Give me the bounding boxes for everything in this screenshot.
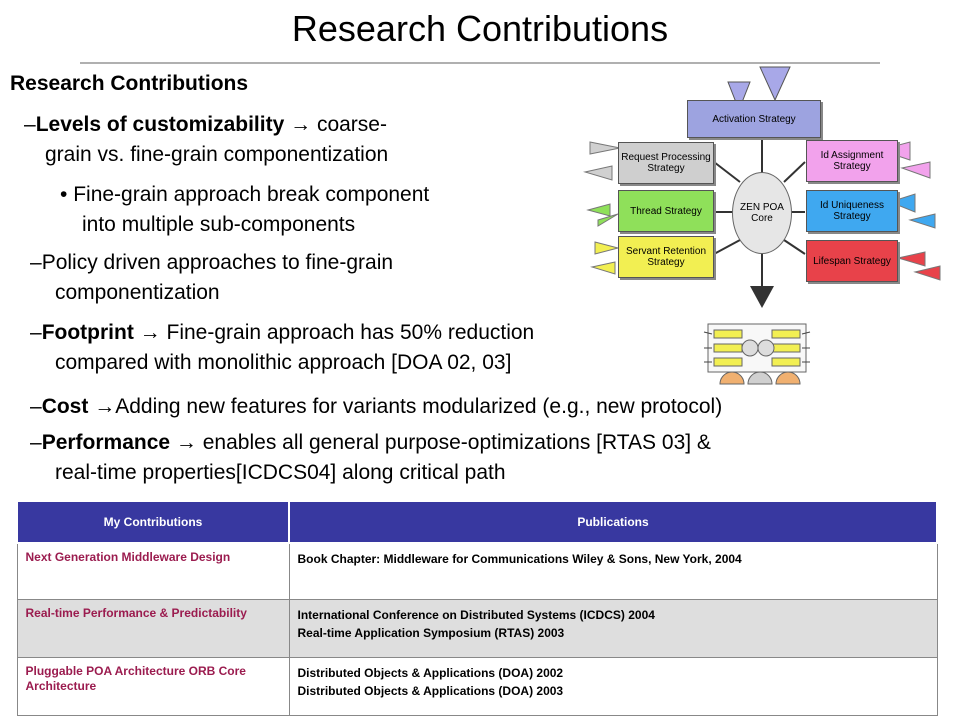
bullet-dot-icon: • — [60, 183, 68, 206]
bullet-bold-text: Footprint — [41, 321, 134, 344]
bullet-bold-text: Levels of customizability — [35, 113, 285, 136]
table-header-publications: Publications — [288, 500, 938, 544]
bullet-performance: –Performance → enables all general purpo… — [30, 431, 711, 484]
publication-cell: Distributed Objects & Applications (DOA)… — [288, 656, 938, 716]
bullet-text: into multiple sub-components — [82, 213, 356, 236]
bullet-customizability: –Levels of customizability → coarse- gra… — [24, 113, 389, 166]
publication-cell: International Conference on Distributed … — [288, 598, 938, 658]
bullet-bold-text: Performance — [41, 431, 171, 454]
slide-title: Research Contributions — [291, 8, 669, 49]
bullet-text: grain vs. fine-grain componentization — [45, 143, 389, 166]
diagram-connectors — [583, 66, 941, 385]
lifespan-strategy-box: Lifespan Strategy — [806, 240, 898, 282]
table-row: Real-time Performance & Predictability I… — [16, 598, 938, 658]
publication-entry: Real-time Application Symposium (RTAS) 2… — [297, 625, 565, 640]
bullet-text: enables all general purpose-optimization… — [196, 431, 711, 454]
id-uniqueness-strategy-box: Id Uniqueness Strategy — [806, 190, 898, 232]
publication-entry: International Conference on Distributed … — [297, 607, 655, 622]
poa-strategy-diagram: Activation Strategy Request Processing S… — [580, 62, 950, 392]
bullet-policy: –Policy driven approaches to fine-grain … — [30, 251, 394, 304]
id-assignment-strategy-box: Id Assignment Strategy — [806, 140, 898, 182]
servant-retention-strategy-box: Servant Retention Strategy — [618, 236, 714, 278]
publication-entry: Distributed Objects & Applications (DOA)… — [297, 683, 564, 698]
contribution-cell: Pluggable POA Architecture ORB Core Arch… — [16, 656, 290, 716]
table-row: Pluggable POA Architecture ORB Core Arch… — [16, 656, 938, 716]
publication-cell: Book Chapter: Middleware for Communicati… — [288, 542, 938, 600]
bullet-footprint: –Footprint → Fine-grain approach has 50%… — [30, 321, 535, 374]
bullet-text: real-time properties[ICDCS04] along crit… — [55, 461, 506, 484]
bullet-text: Policy driven approaches to fine-grain — [41, 251, 394, 274]
title-divider — [80, 62, 880, 64]
activation-strategy-box: Activation Strategy — [687, 100, 821, 138]
bullet-text: componentization — [55, 281, 220, 304]
section-heading: Research Contributions — [10, 72, 249, 95]
contribution-cell: Next Generation Middleware Design — [16, 542, 290, 600]
zen-poa-core: ZEN POA Core — [732, 172, 792, 254]
arrow-icon: → — [94, 395, 116, 418]
request-processing-strategy-box: Request Processing Strategy — [618, 142, 714, 184]
contributions-table: My Contributions Publications Next Gener… — [16, 500, 938, 716]
publication-entry: Book Chapter: Middleware for Communicati… — [297, 552, 742, 566]
bullet-text: Adding new features for variants modular… — [115, 395, 723, 418]
sub-bullet-fine-grain: • Fine-grain approach break component in… — [60, 180, 429, 240]
bullet-text: compared with monolithic approach [DOA 0… — [55, 351, 512, 374]
bullet-text: Fine-grain approach has 50% reduction — [160, 321, 535, 344]
publication-entry: Distributed Objects & Applications (DOA)… — [297, 665, 564, 680]
bullet-cost: –Cost →Adding new features for variants … — [30, 395, 723, 418]
contribution-cell: Real-time Performance & Predictability — [16, 598, 290, 658]
bullet-bold-text: Cost — [41, 395, 89, 418]
arrow-icon: → — [175, 431, 197, 454]
table-header-contributions: My Contributions — [16, 500, 290, 544]
arrow-icon: → — [290, 113, 312, 136]
table-row: Next Generation Middleware Design Book C… — [16, 542, 938, 600]
thread-strategy-box: Thread Strategy — [618, 190, 714, 232]
arrow-icon: → — [139, 321, 161, 344]
bullet-text: coarse- — [311, 113, 387, 136]
bullet-text: Fine-grain approach break component — [73, 183, 430, 206]
